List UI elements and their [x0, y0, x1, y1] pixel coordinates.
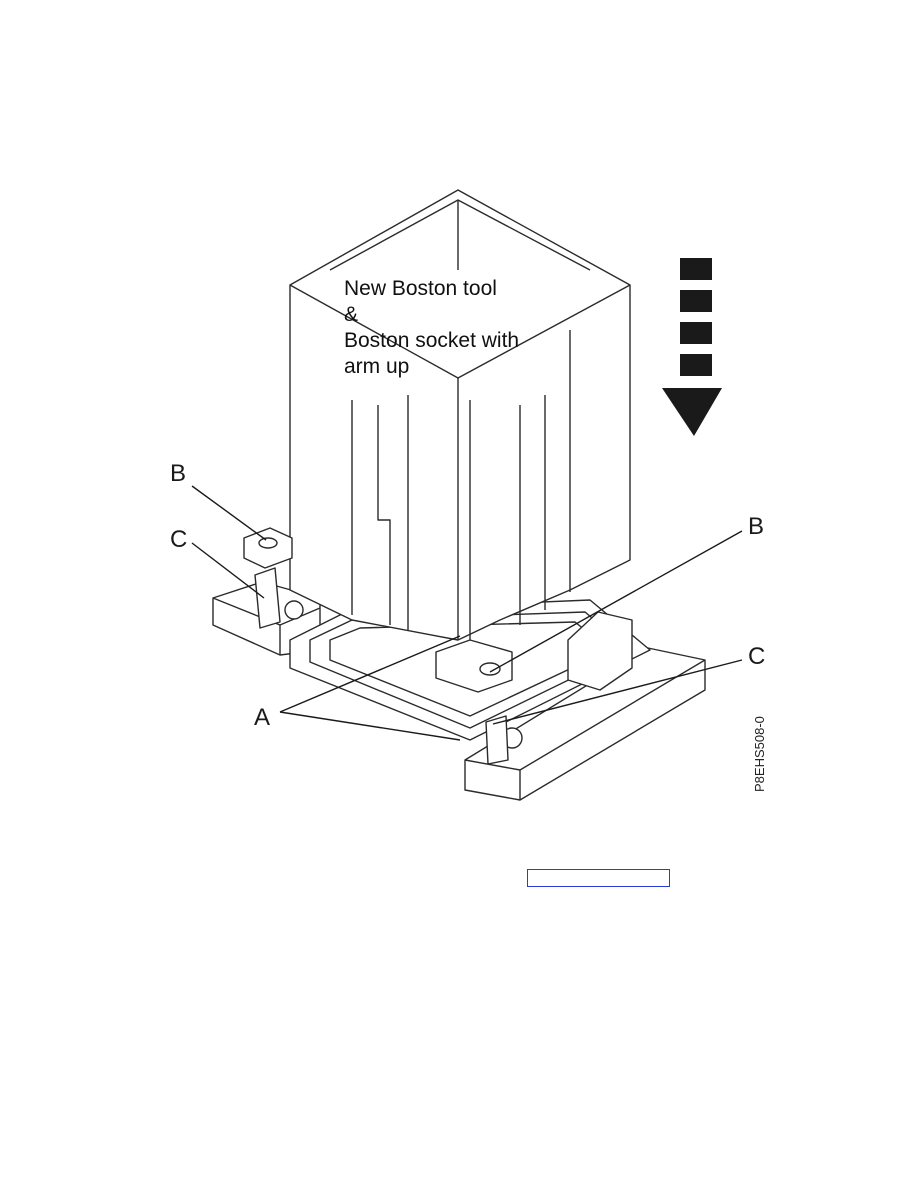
figure-id: P8EHS508-0: [752, 716, 767, 792]
tool-caption: New Boston tool & Boston socket with arm…: [344, 277, 520, 378]
leader-c-left: [191, 542, 265, 599]
leader-a-2: [279, 711, 461, 741]
callout-c-right: C: [748, 643, 766, 670]
down-arrow-icon: [662, 258, 722, 436]
hinge-right: [435, 639, 513, 693]
tool-body: [289, 189, 631, 641]
callout-b-left: B: [170, 460, 187, 487]
callout-b-right: B: [748, 513, 765, 540]
leader-c-right: [492, 659, 743, 725]
leader-b-right: [489, 530, 743, 673]
callout-c-left: C: [170, 526, 188, 553]
callout-a: A: [254, 704, 271, 731]
link-box[interactable]: [527, 869, 670, 887]
leader-a-1: [279, 635, 461, 713]
leader-b-left: [191, 485, 267, 541]
